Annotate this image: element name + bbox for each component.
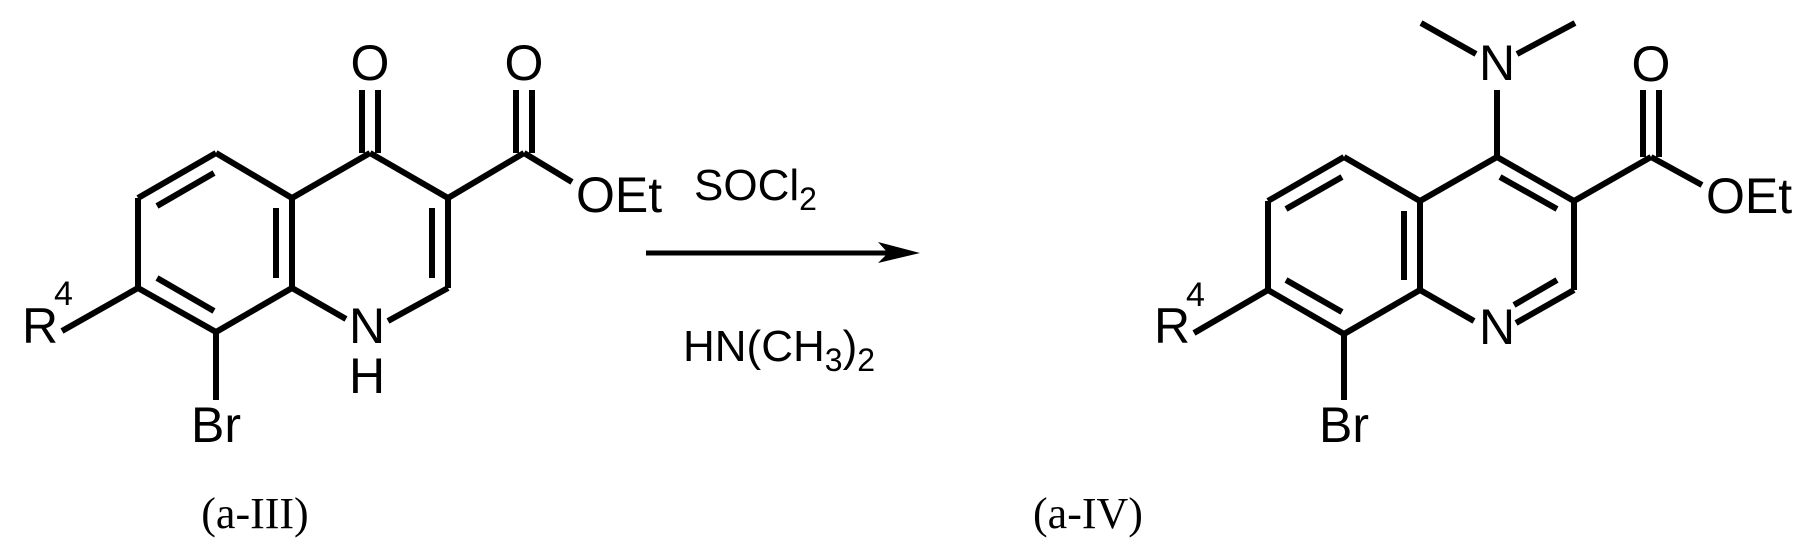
reagent-below-arrow: HN(CH3)2 (683, 322, 875, 378)
bond (290, 150, 372, 201)
bond (1495, 154, 1576, 204)
methyl-bond (1419, 20, 1478, 57)
bond (136, 150, 218, 201)
bond (1342, 154, 1422, 204)
product-structure: N N O OEt Br R 4 (1154, 20, 1792, 453)
ester-alkoxy-label: OEt (576, 167, 662, 223)
bond (214, 285, 294, 335)
ester-alkoxy-label: OEt (1706, 168, 1792, 224)
bond (1418, 154, 1499, 204)
bond (1649, 154, 1704, 188)
inner-double-bond (1284, 277, 1344, 315)
ester-carbonyl-oxygen-label: O (505, 35, 544, 91)
inner-double-bond (1284, 174, 1344, 212)
ester-carbonyl-oxygen-label: O (1632, 36, 1671, 92)
bond (368, 150, 450, 201)
bond (1266, 154, 1346, 204)
bond (60, 285, 140, 334)
bromine-label: Br (191, 397, 241, 453)
bond (290, 285, 348, 322)
bond (522, 150, 574, 185)
inner-double-bond (1512, 277, 1559, 308)
bond (1342, 287, 1422, 337)
r-group-label: R (1154, 298, 1190, 354)
ring-nitrogen-label: N (1479, 299, 1515, 355)
bromine-label: Br (1319, 397, 1369, 453)
inner-double-bond (155, 275, 216, 314)
r-group-superscript: 4 (54, 275, 73, 313)
bond (1514, 287, 1576, 326)
bond (386, 285, 450, 324)
bond (1266, 287, 1346, 337)
reactant-structure: O O OEt N H Br R 4 (22, 35, 662, 453)
dimethylamino-nitrogen-label: N (1479, 35, 1515, 91)
r-group-superscript: 4 (1186, 276, 1205, 314)
bond (214, 150, 294, 201)
nh-hydrogen-label: H (349, 348, 385, 404)
ketone-oxygen-label: O (351, 35, 390, 91)
bond (1192, 287, 1270, 336)
reagent-above-arrow: SOCl2 (694, 161, 817, 217)
arrow-head-icon (878, 242, 920, 263)
bond (446, 150, 526, 201)
inner-double-bond (155, 170, 216, 209)
inner-double-bond (1498, 174, 1559, 212)
bond (1418, 287, 1476, 324)
reaction-arrow-group: SOCl2 HN(CH3)2 (646, 161, 920, 378)
reactant-compound-label: (a-III) (201, 489, 308, 538)
bond (136, 285, 218, 335)
bond (1572, 154, 1653, 204)
product-compound-label: (a-IV) (1033, 489, 1143, 538)
r-group-label: R (22, 298, 58, 354)
ring-nitrogen-label: N (349, 298, 385, 354)
methyl-bond (1515, 20, 1577, 57)
